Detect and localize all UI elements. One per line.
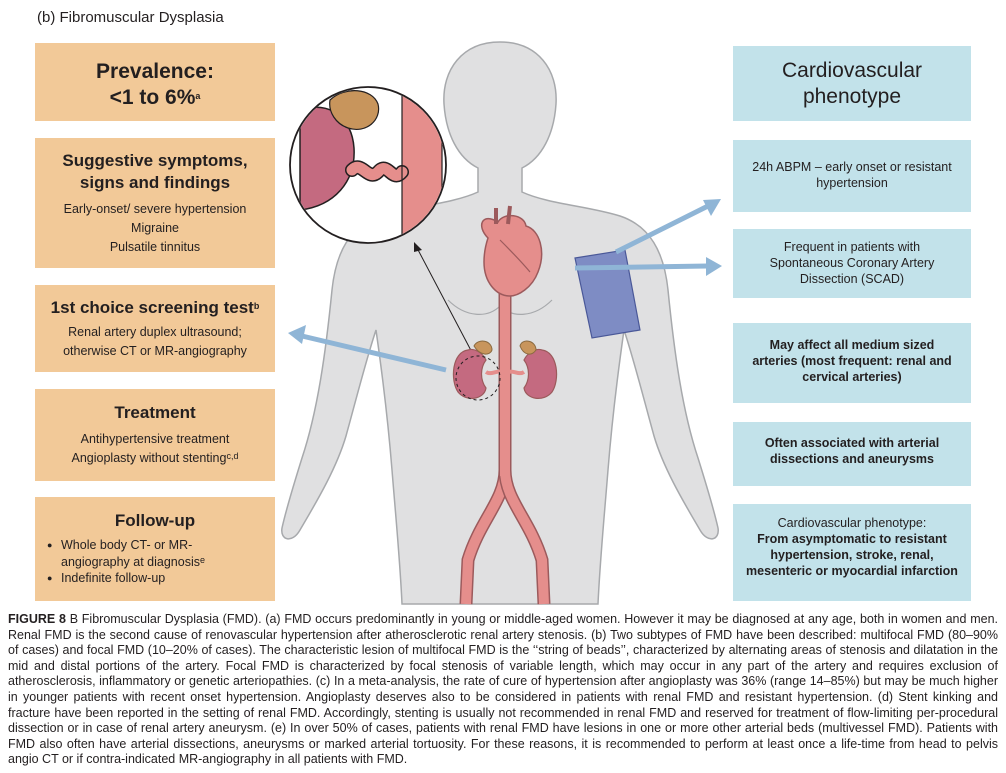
symptom-item: Early-onset/ severe hypertension xyxy=(63,202,247,216)
caption-text: B Fibromuscular Dysplasia (FMD). (a) FMD… xyxy=(8,612,998,767)
screening-sup: b xyxy=(253,301,260,311)
symptoms-box: Suggestive symptoms, signs and findings … xyxy=(35,138,275,268)
followup-title: Follow-up xyxy=(114,511,196,530)
phenotype-title-line1: Cardiovascular xyxy=(781,59,923,82)
medium-arteries-box: May affect all medium sized arteries (mo… xyxy=(733,323,971,403)
heart-icon xyxy=(480,205,543,297)
symptoms-title-line2: signs and findings xyxy=(79,173,231,192)
followup-bullet: Indefinite follow-up xyxy=(47,570,275,587)
human-silhouette-icon xyxy=(281,41,722,605)
scad-box: Frequent in patients with Spontaneous Co… xyxy=(733,229,971,298)
medium-line: May affect all medium sized xyxy=(769,338,935,352)
medium-line: arteries (most frequent: renal and xyxy=(752,354,952,368)
screening-line: Renal artery duplex ultrasound; xyxy=(68,325,242,339)
treatment-line: Angioplasty without stenting xyxy=(71,451,227,465)
followup-bullet: Whole body CT- or MR- angiography at dia… xyxy=(47,537,275,570)
panel-label: (b) Fibromuscular Dysplasia xyxy=(37,9,224,26)
arrow-icon xyxy=(288,199,722,373)
phenotype-box: Cardiovascular phenotype: From asymptoma… xyxy=(733,504,971,601)
figure-caption: FIGURE 8 B Fibromuscular Dysplasia (FMD)… xyxy=(8,612,998,768)
prevalence-value: <1 to 6% xyxy=(109,86,196,109)
kidney-icon xyxy=(452,340,558,401)
screening-box: 1st choice screening testb Renal artery … xyxy=(35,285,275,372)
dissection-line: dissections and aneurysms xyxy=(770,452,934,466)
scad-line: Dissection (SCAD) xyxy=(799,272,905,286)
treatment-box: Treatment Antihypertensive treatment Ang… xyxy=(35,389,275,481)
phenotype-title-box: Cardiovascular phenotype xyxy=(733,46,971,121)
treatment-line: Antihypertensive treatment xyxy=(80,432,230,446)
symptom-item: Pulsatile tinnitus xyxy=(109,240,201,254)
abpm-box: 24h ABPM – early onset or resistant hype… xyxy=(733,140,971,212)
symptom-item: Migraine xyxy=(131,221,179,235)
symptoms-title-line1: Suggestive symptoms, xyxy=(62,151,248,170)
medium-line: cervical arteries) xyxy=(802,370,902,384)
phenotype-heading: Cardiovascular phenotype: xyxy=(777,516,927,530)
phenotype-line: hypertension, stroke, renal, xyxy=(770,548,934,562)
magnified-renal-artery xyxy=(289,86,447,244)
scad-line: Frequent in patients with xyxy=(783,240,921,254)
screening-title: 1st choice screening test xyxy=(50,298,254,317)
caption-label: FIGURE 8 xyxy=(8,612,66,626)
abpm-line: 24h ABPM – early onset or resistant xyxy=(752,160,952,174)
followup-box: Follow-up Whole body CT- or MR- angiogra… xyxy=(35,497,275,601)
treatment-title: Treatment xyxy=(114,403,196,422)
phenotype-title-line2: phenotype xyxy=(802,85,902,108)
phenotype-line: From asymptomatic to resistant xyxy=(757,532,947,546)
treatment-sup: c,d xyxy=(226,451,239,461)
dissection-box: Often associated with arterial dissectio… xyxy=(733,422,971,486)
screening-line: otherwise CT or MR-angiography xyxy=(63,344,247,358)
prevalence-box: Prevalence: <1 to 6%a xyxy=(35,43,275,121)
prevalence-sup: a xyxy=(195,91,201,101)
dissection-line: Often associated with arterial xyxy=(764,436,940,450)
prevalence-title: Prevalence: xyxy=(96,60,214,83)
abpm-line: hypertension xyxy=(816,176,888,190)
scad-line: Spontaneous Coronary Artery xyxy=(769,256,935,270)
blood-pressure-cuff-icon xyxy=(574,249,641,339)
aorta xyxy=(459,264,551,605)
phenotype-line: mesenteric or myocardial infarction xyxy=(746,564,958,578)
